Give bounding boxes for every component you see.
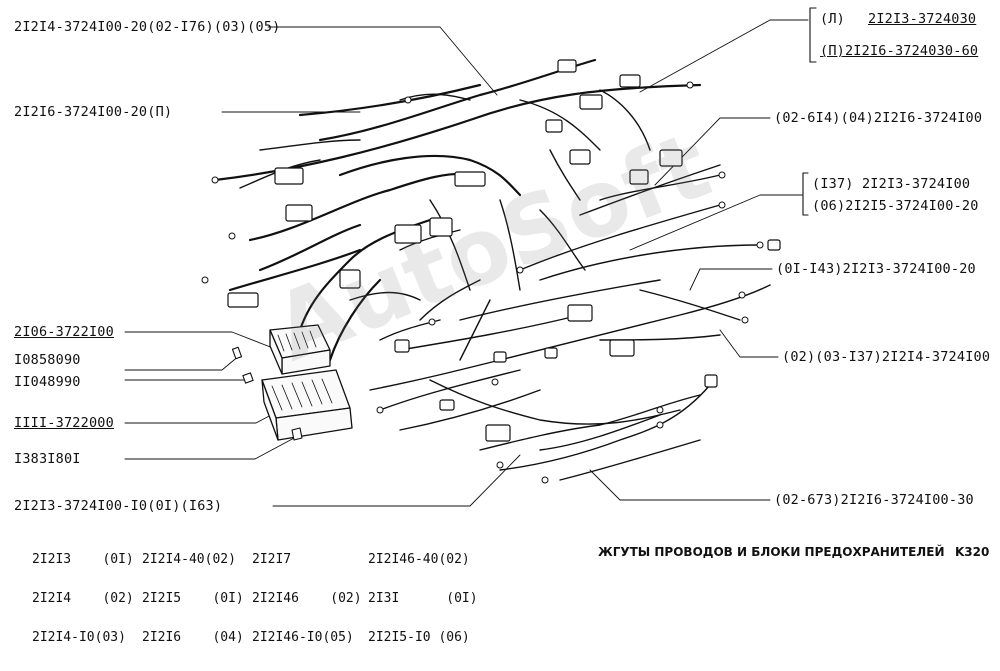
callout-i37-2i2i3: (I37) 2I2I3-3724I00 — [812, 176, 971, 192]
applicability-item: 2I2I46-I0(05) — [252, 630, 354, 645]
wires — [239, 89, 771, 481]
callout-06-2i2i5: (06)2I2I5-3724I00-20 — [812, 198, 979, 214]
callout-2i2i6-3724i00-20-p: 2I2I6-3724I00-20(П) — [14, 104, 173, 120]
callout-i0858090: I0858090 — [14, 352, 81, 368]
applicability-col-1: 2I2I3 (0I) 2I2I4 (02) 2I2I4-I0(03) — [32, 527, 134, 670]
fuse-parts — [231, 346, 303, 441]
callout-iiii-3722000: IIII-3722000 — [14, 415, 114, 431]
connectors — [227, 59, 781, 442]
applicability-item: 2I2I5 (0I) — [142, 591, 244, 606]
applicability-item: 2I3I (0I) — [368, 591, 478, 606]
callout-i383i80i: I383I80I — [14, 451, 81, 467]
leader-lines — [124, 19, 809, 507]
fuse-block-large — [261, 369, 353, 441]
callout-ii048990: II048990 — [14, 374, 81, 390]
callout-02-03-i37: (02)(03-I37)2I2I4-3724I00 — [782, 349, 991, 365]
fuse-block-small — [269, 324, 331, 375]
applicability-col-2: 2I2I4-40(02) 2I2I5 (0I) 2I2I6 (04) — [142, 527, 244, 670]
callout-2i06-3722i00: 2I06-3722I00 — [14, 324, 114, 340]
page-title: ЖГУТЫ ПРОВОДОВ И БЛОКИ ПРЕДОХРАНИТЕЛЕЙ — [598, 545, 945, 559]
callout-2i2i6-3724030-60: (П)2I2I6-3724030-60 — [820, 43, 979, 59]
applicability-col-4: 2I2I46-40(02) 2I3I (0I) 2I2I5-I0 (06) — [368, 527, 478, 670]
callout-l-tag: (Л) — [820, 11, 845, 27]
callout-2i2i3-3724i00-i0: 2I2I3-3724I00-I0(0I)(I63) — [14, 498, 223, 514]
applicability-item: 2I2I4 (02) — [32, 591, 134, 606]
terminals — [201, 81, 764, 484]
applicability-item: 2I2I5-I0 (06) — [368, 630, 470, 645]
parts-diagram: AutoSoft 2I2I4-3724I00-20(02-I76)(03)(05… — [14, 7, 991, 644]
callout-02-6i4: (02-6I4)(04)2I2I6-3724I00 — [774, 110, 983, 126]
applicability-item: 2I2I46-40(02) — [368, 552, 470, 567]
applicability-item: 2I2I4-40(02) — [142, 552, 236, 567]
wiring-harness-drawing — [124, 7, 817, 507]
applicability-item: 2I2I7 — [252, 552, 292, 567]
page-code: K320 — [955, 545, 990, 559]
applicability-item: 2I2I46 (02) — [252, 591, 362, 606]
callout-2i2i4-3724i00-20: 2I2I4-3724I00-20(02-I76)(03)(05) — [14, 19, 281, 35]
applicability-item: 2I2I4-I0(03) — [32, 630, 126, 645]
applicability-col-3: 2I2I7 2I2I46 (02) 2I2I46-I0(05) — [252, 527, 362, 670]
applicability-item: 2I2I3 (0I) — [32, 552, 134, 567]
callout-0i-i43: (0I-I43)2I2I3-3724I00-20 — [776, 261, 976, 277]
callout-02-673: (02-673)2I2I6-3724I00-30 — [774, 492, 974, 508]
applicability-item: 2I2I6 (04) — [142, 630, 244, 645]
callout-2i2i3-3724030: 2I2I3-3724030 — [868, 11, 977, 27]
